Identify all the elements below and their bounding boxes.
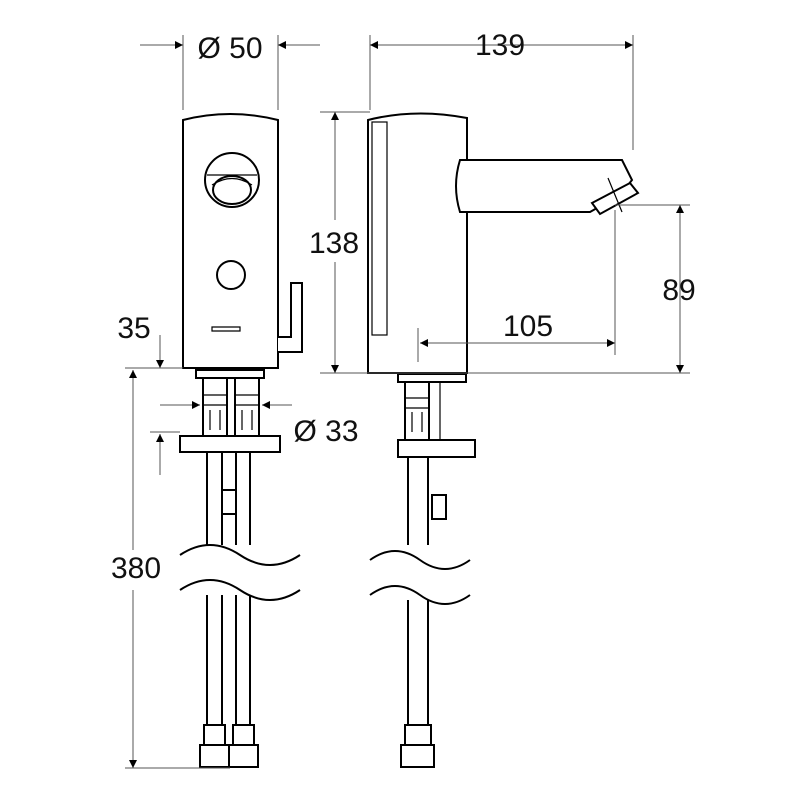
- total-depth-label: 139: [475, 29, 525, 62]
- base-offset-label: 35: [117, 312, 150, 345]
- sensor-dial-icon: [204, 152, 260, 208]
- aerator: [590, 181, 640, 216]
- sensor-window-icon: [216, 260, 246, 290]
- dimension-lines: [125, 35, 690, 769]
- hose-length-label: 380: [111, 552, 161, 585]
- lever-handle: [278, 282, 303, 353]
- logo-icon: [211, 326, 241, 332]
- width-diameter-label: Ø 50: [197, 32, 262, 65]
- dimension-labels: Ø 50 139 138 89 105 35 380 Ø 33: [111, 29, 696, 585]
- shank-diameter-label: Ø 33: [293, 415, 358, 448]
- spout-reach-label: 105: [503, 310, 553, 343]
- side-view: [367, 112, 640, 768]
- front-view: [179, 113, 303, 768]
- body-height-label: 138: [309, 227, 359, 260]
- spout-height-label: 89: [662, 274, 695, 307]
